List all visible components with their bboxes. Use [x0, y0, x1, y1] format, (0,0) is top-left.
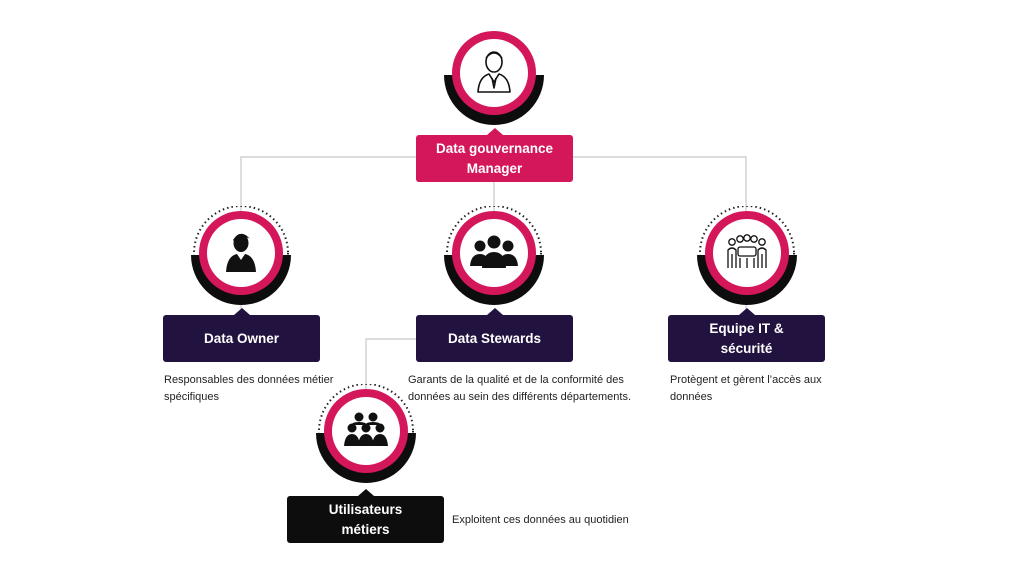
- manager-title-box: Data gouvernance Manager: [416, 128, 573, 182]
- owner-description: Responsables des données métier spécifiq…: [164, 372, 333, 406]
- manager-title-line2: Manager: [466, 160, 523, 176]
- team-meeting-icon: [727, 234, 767, 268]
- users-title-line1: Utilisateurs: [328, 501, 403, 517]
- it-description: Protègent et gèrent l’accès aux données: [670, 372, 822, 406]
- crowd-icon: [344, 412, 388, 446]
- it-description-line1: Protègent et gèrent l’accès aux: [670, 374, 822, 386]
- it-description-line2: données: [670, 391, 713, 403]
- users-description-line1: Exploitent ces données au quotidien: [452, 514, 629, 526]
- stewards-description-line1: Garants de la qualité et de la conformit…: [408, 374, 624, 386]
- connector-stewards-users: [365, 338, 416, 398]
- person-icon: [226, 233, 256, 272]
- manager-title-line1: Data gouvernance: [435, 140, 554, 156]
- owner-description-line1: Responsables des données métier: [164, 374, 334, 386]
- stewards-description: Garants de la qualité et de la conformit…: [408, 372, 631, 406]
- users-title-line2: métiers: [341, 521, 390, 537]
- owner-title: Data Owner: [203, 330, 280, 346]
- it-title-line2: sécurité: [720, 340, 773, 356]
- stewards-description-line2: données au sein des différents départeme…: [408, 391, 632, 403]
- users-description: Exploitent ces données au quotidien: [452, 512, 629, 529]
- it-icon-badge: [697, 206, 797, 305]
- stewards-title: Data Stewards: [447, 330, 542, 346]
- manager-icon-badge: [444, 31, 544, 125]
- stewards-title-box: Data Stewards: [416, 308, 573, 362]
- it-title-box: Equipe IT & sécurité: [668, 308, 825, 362]
- owner-description-line2: spécifiques: [164, 391, 220, 403]
- group-icon: [470, 235, 518, 268]
- users-title-box: Utilisateurs métiers: [287, 489, 444, 543]
- it-title-line1: Equipe IT &: [709, 320, 784, 336]
- owner-icon-badge: [191, 206, 291, 305]
- users-icon-badge: [316, 384, 416, 483]
- stewards-icon-badge: [444, 206, 544, 305]
- businessman-icon: [477, 51, 511, 93]
- owner-title-box: Data Owner: [163, 308, 320, 362]
